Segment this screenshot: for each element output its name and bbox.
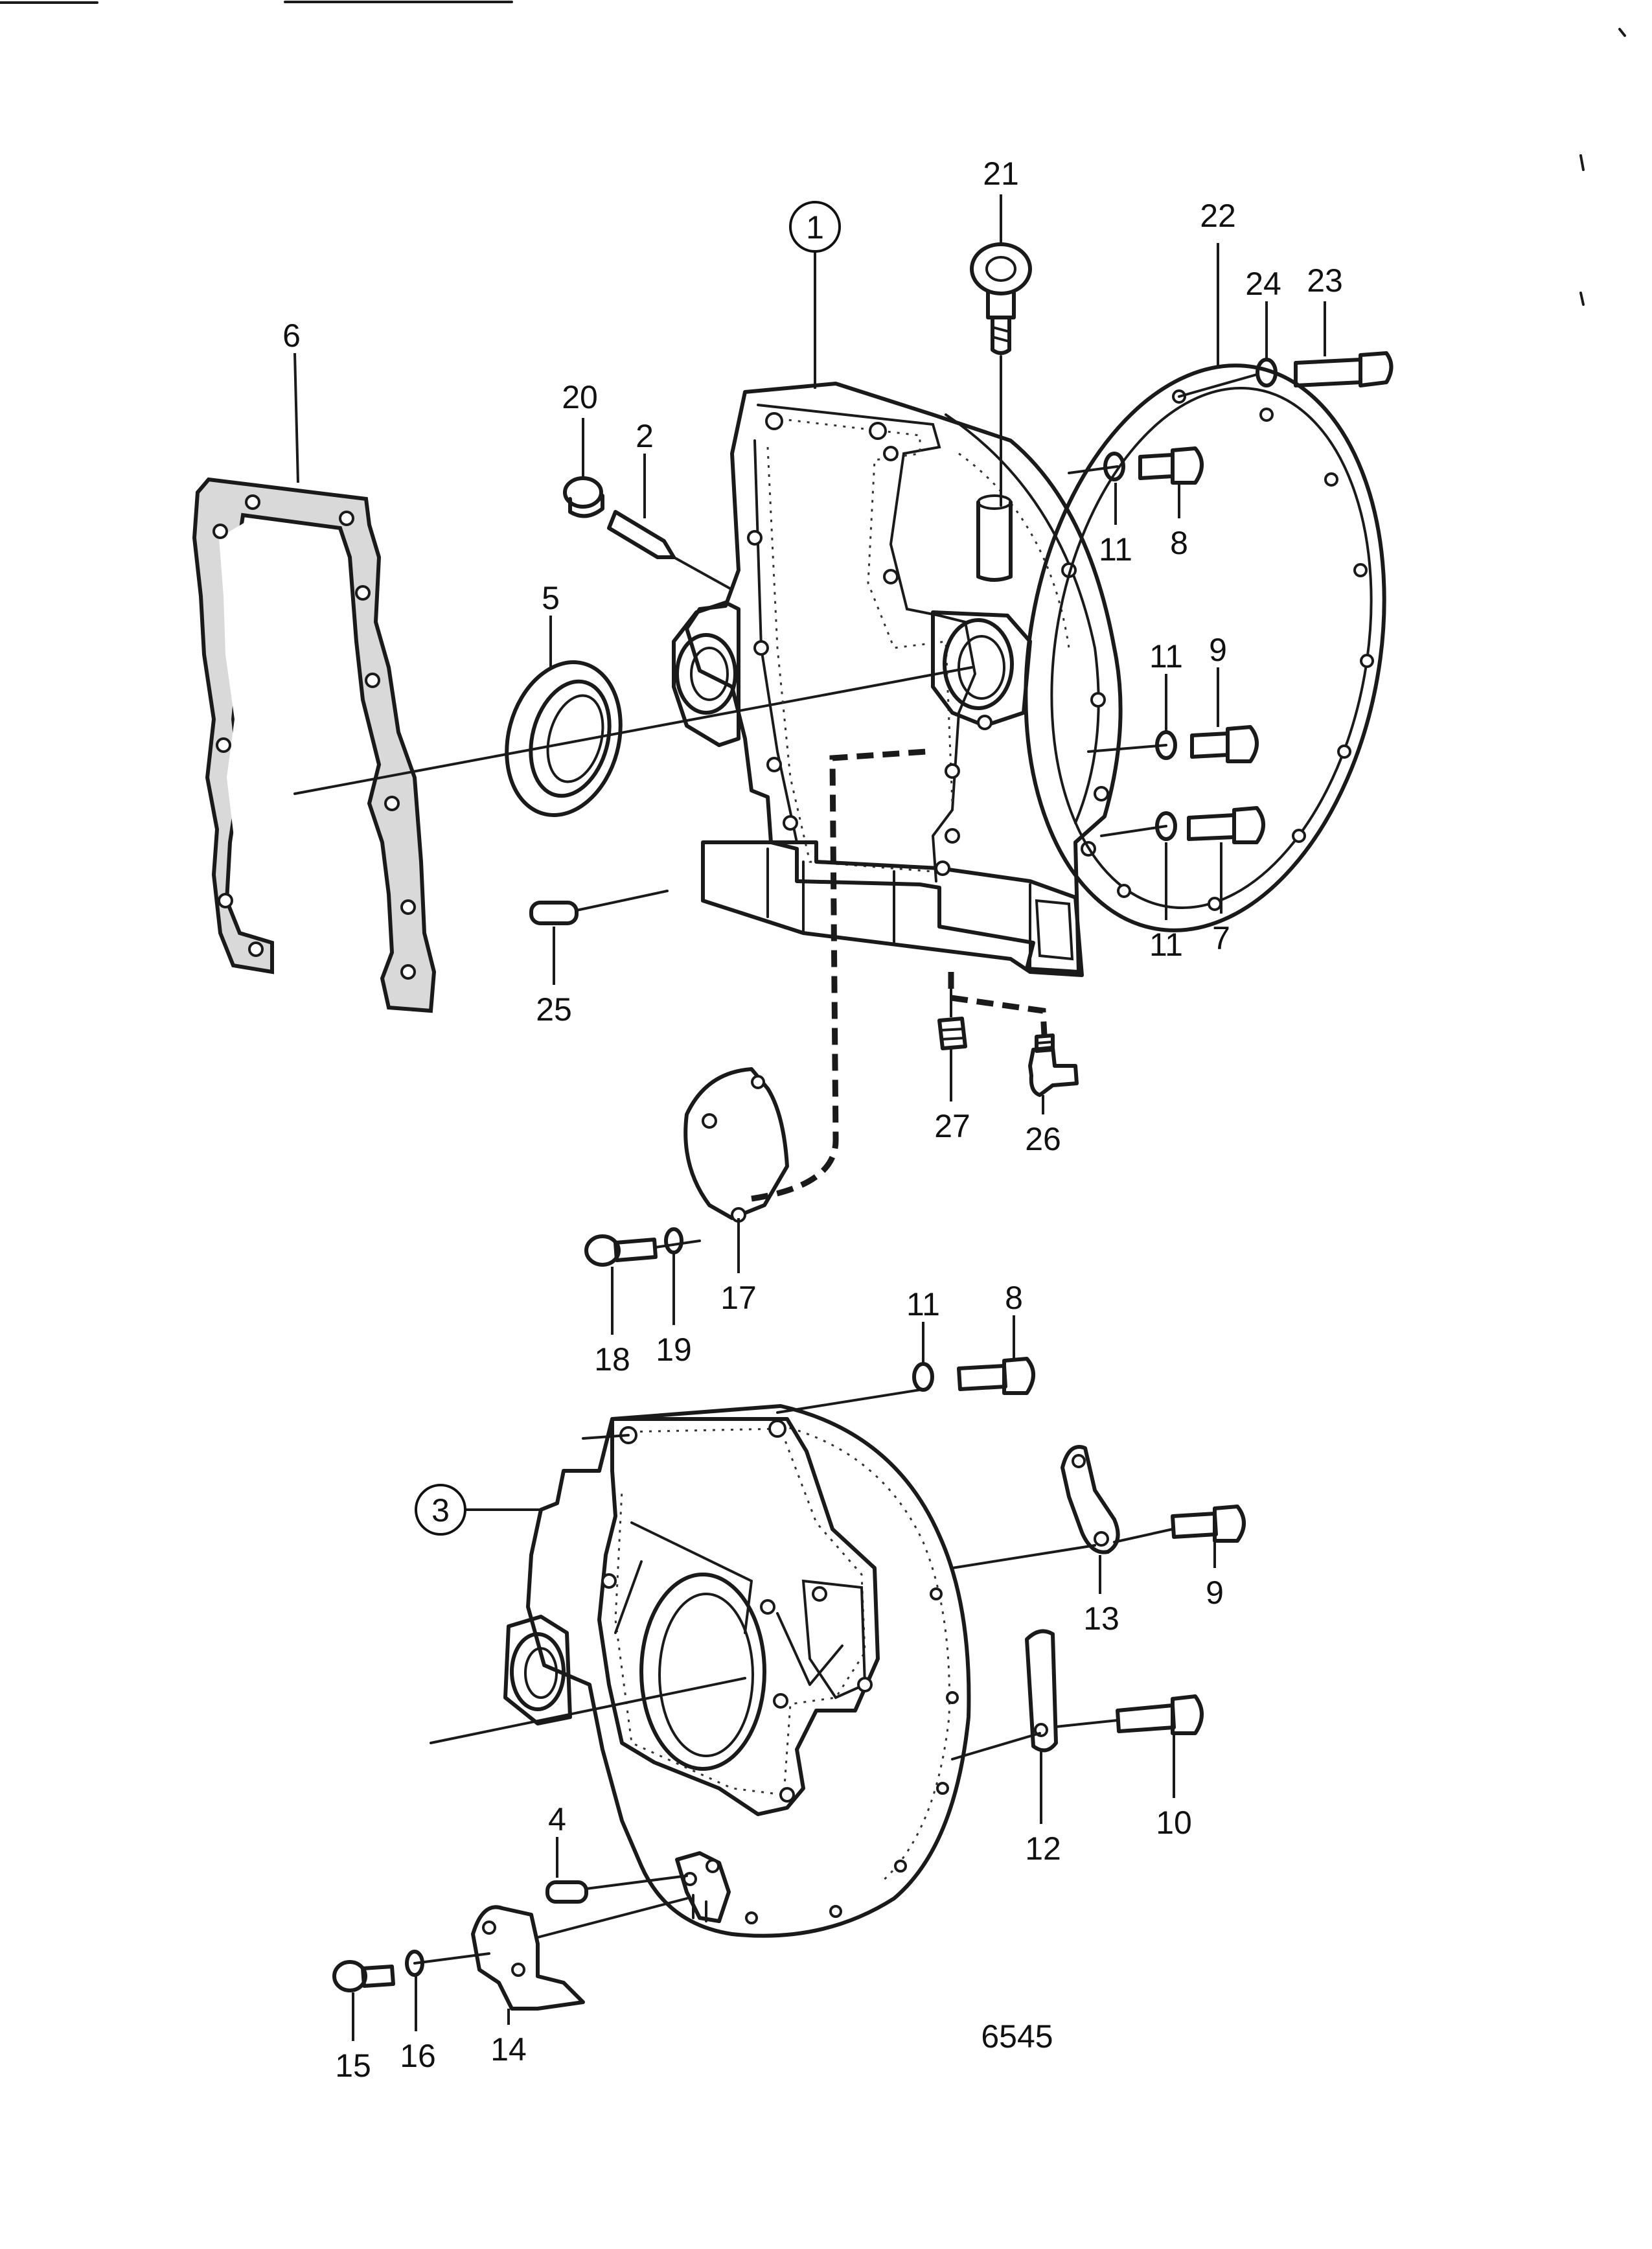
callout-27: 27 [934, 1108, 970, 1144]
callout-11-middle: 11 [1149, 638, 1183, 675]
axis-line-upper [293, 666, 973, 795]
scan-marks [0, 1, 1626, 306]
plate-part-12 [1025, 1629, 1058, 1753]
dashed-assembly-17 [751, 748, 927, 1202]
bolt-part-10 [1055, 1694, 1204, 1735]
flywheel-housing-part-3 [503, 1404, 971, 1938]
callout-17: 17 [720, 1280, 757, 1316]
seal-ring-part-5 [505, 660, 623, 817]
callout-8-upper: 8 [1170, 525, 1188, 561]
callout-11-bottom: 11 [906, 1286, 940, 1322]
callout-20: 20 [562, 379, 598, 415]
housing-part-1 [672, 382, 1123, 977]
washer-part-24 [1256, 358, 1278, 387]
callout-2: 2 [636, 418, 654, 454]
callout-26: 26 [1025, 1121, 1061, 1157]
guide-line-12 [951, 1732, 1041, 1760]
guide-line-14b [536, 1897, 688, 1939]
callout-9-upper: 9 [1209, 632, 1227, 668]
bolt-part-8-lower [957, 1357, 1035, 1395]
drawing-number: 6545 [981, 2018, 1053, 2055]
pin-part-2 [607, 510, 733, 591]
nipple-part-27 [937, 972, 967, 1050]
callout-11-lower: 11 [1149, 927, 1183, 963]
plug-part-20 [563, 476, 604, 518]
washer-part-19 [664, 1227, 683, 1254]
callout-circle-3 [415, 1484, 466, 1536]
callout-23: 23 [1307, 262, 1343, 299]
bracket-part-14 [471, 1905, 585, 2011]
callout-15: 15 [335, 2047, 371, 2084]
bracket-part-13 [1061, 1445, 1120, 1554]
bolt-part-23 [1178, 351, 1394, 398]
callout-24: 24 [1245, 266, 1281, 302]
callout-8-lower: 8 [1005, 1280, 1023, 1316]
callout-9-lower: 9 [1206, 1574, 1224, 1611]
bolt-part-9-upper [1087, 725, 1259, 763]
gasket-part-6 [192, 477, 437, 1013]
callout-11-upper: 11 [1099, 531, 1132, 568]
callout-19: 19 [656, 1332, 692, 1368]
callout-13: 13 [1083, 1600, 1119, 1637]
callout-16: 16 [400, 2038, 436, 2074]
guide-line-upper [776, 1389, 921, 1414]
callout-labels: 1 2 3 4 5 6 7 8 8 9 9 10 11 11 11 11 12 … [282, 156, 1343, 2084]
callout-12: 12 [1025, 1830, 1061, 1867]
cover-gasket-part-22 [1024, 363, 1386, 932]
washer-part-11-upper [1103, 452, 1125, 481]
dowel-part-4 [545, 1874, 688, 1904]
washer-part-11-lower [1155, 811, 1177, 841]
guide-line-13 [951, 1544, 1096, 1569]
callout-18: 18 [594, 1341, 630, 1378]
dashed-pipe-26 [948, 972, 1048, 1036]
callout-10: 10 [1156, 1805, 1192, 1841]
lifting-eye-part-21 [970, 242, 1032, 507]
leader-6 [293, 352, 299, 483]
bolt-part-15 [332, 1960, 395, 1992]
tee-fitting-part-26 [1028, 1033, 1079, 1097]
callout-5: 5 [542, 580, 560, 616]
callout-21: 21 [983, 156, 1019, 192]
guide-line-left [582, 1434, 630, 1440]
callout-circle-1 [789, 201, 841, 253]
bolt-part-7 [1100, 806, 1265, 844]
cover-part-17 [683, 1067, 789, 1223]
bolt-part-8-upper [1068, 446, 1204, 485]
guide-line-14 [413, 1952, 490, 1965]
callout-22: 22 [1200, 198, 1236, 234]
callout-14: 14 [490, 2031, 527, 2068]
callout-3: 3 [431, 1492, 450, 1528]
washer-part-16 [405, 1950, 424, 1977]
callout-4: 4 [548, 1801, 566, 1838]
callout-6: 6 [282, 317, 301, 354]
callout-1: 1 [806, 209, 824, 246]
axis-line-lower [430, 1677, 746, 1744]
dowel-pin-part-25 [529, 890, 669, 925]
washer-part-11-bottom [912, 1362, 934, 1392]
screw-part-18 [584, 1234, 701, 1267]
callout-7: 7 [1212, 920, 1230, 956]
callout-25: 25 [536, 991, 572, 1028]
bolt-part-9-lower [1113, 1505, 1246, 1543]
